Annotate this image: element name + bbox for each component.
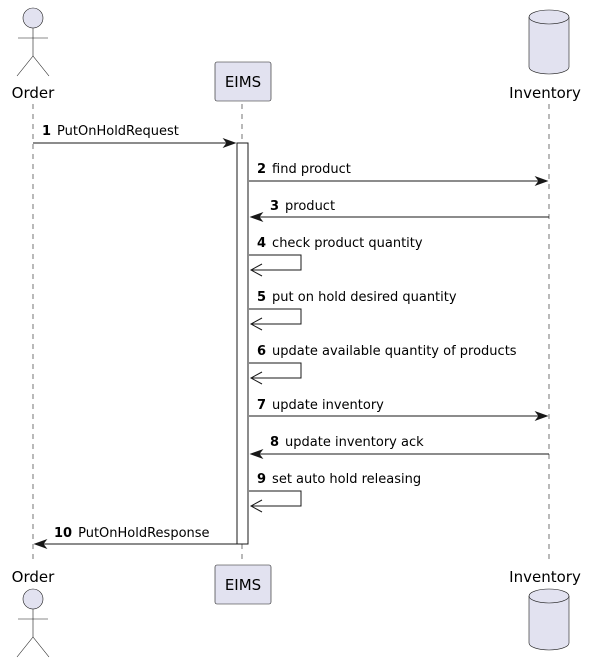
message-label: PutOnHoldResponse bbox=[78, 526, 209, 541]
participant-label: Order bbox=[12, 568, 55, 586]
arrowhead-icon bbox=[534, 410, 549, 422]
message-2: 2 find product bbox=[249, 162, 549, 187]
message-number: 7 bbox=[257, 398, 266, 413]
message-number: 3 bbox=[270, 199, 279, 214]
message-5: 5 put on hold desired quantity bbox=[249, 290, 457, 331]
message-number: 4 bbox=[257, 236, 266, 251]
message-label: PutOnHoldRequest bbox=[57, 124, 179, 139]
message-number: 9 bbox=[257, 472, 266, 487]
message-number: 8 bbox=[270, 435, 279, 450]
message-label: update inventory bbox=[272, 398, 384, 413]
database-inventory-top: Inventory bbox=[509, 9, 581, 102]
message-label: product bbox=[285, 199, 335, 214]
message-number: 1 bbox=[42, 124, 51, 139]
participant-label: EIMS bbox=[225, 73, 261, 91]
actor-order-top: Order bbox=[12, 7, 55, 102]
message-10: 10 PutOnHoldResponse bbox=[33, 526, 237, 550]
arrowhead-icon bbox=[249, 371, 263, 385]
message-label: set auto hold releasing bbox=[272, 472, 421, 487]
actor-head-icon bbox=[22, 588, 44, 610]
database-icon bbox=[528, 588, 570, 651]
arrowhead-icon bbox=[249, 317, 263, 331]
participant-label: EIMS bbox=[225, 576, 261, 594]
arrowhead-icon bbox=[222, 137, 237, 149]
message-6: 6 update available quantity of products bbox=[249, 344, 517, 385]
arrowhead-icon bbox=[33, 538, 48, 550]
message-number: 5 bbox=[257, 290, 266, 305]
message-label: put on hold desired quantity bbox=[272, 290, 457, 305]
message-label: update available quantity of products bbox=[272, 344, 517, 359]
message-9: 9 set auto hold releasing bbox=[249, 472, 421, 513]
arrowhead-icon bbox=[249, 263, 263, 277]
participant-label: Order bbox=[12, 84, 55, 102]
activation-bar-eims bbox=[236, 142, 249, 545]
arrowhead-icon bbox=[249, 448, 264, 460]
actor-order-bottom: Order bbox=[12, 568, 55, 658]
message-4: 4 check product quantity bbox=[249, 236, 423, 277]
participant-eims-bottom: EIMS bbox=[214, 564, 272, 605]
message-number: 2 bbox=[257, 162, 266, 177]
arrowhead-icon bbox=[534, 175, 549, 187]
arrowhead-icon bbox=[249, 499, 263, 513]
participant-eims-top: EIMS bbox=[214, 61, 272, 102]
database-icon bbox=[528, 9, 570, 75]
message-number: 10 bbox=[54, 526, 72, 541]
actor-head-icon bbox=[22, 7, 44, 29]
message-label: find product bbox=[272, 162, 351, 177]
message-label: check product quantity bbox=[272, 236, 423, 251]
message-number: 6 bbox=[257, 344, 266, 359]
message-7: 7 update inventory bbox=[249, 398, 549, 422]
message-8: 8 update inventory ack bbox=[249, 435, 549, 460]
arrowhead-icon bbox=[249, 211, 264, 223]
participant-label: Inventory bbox=[509, 568, 581, 586]
database-inventory-bottom: Inventory bbox=[509, 568, 581, 651]
message-3: 3 product bbox=[249, 199, 549, 223]
participant-label: Inventory bbox=[509, 84, 581, 102]
message-1: 1 PutOnHoldRequest bbox=[33, 124, 237, 149]
message-label: update inventory ack bbox=[285, 435, 424, 450]
